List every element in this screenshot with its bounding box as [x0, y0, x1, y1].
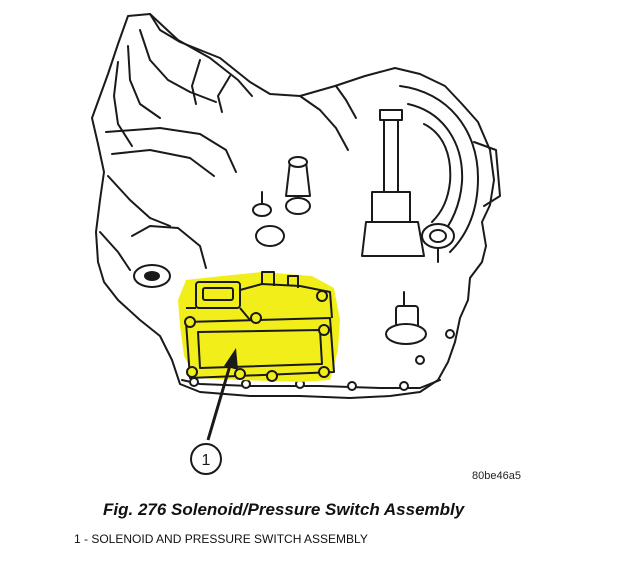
- case-rib: [113, 61, 133, 147]
- assembly-pressure-port: [261, 271, 275, 286]
- case-rib: [217, 75, 231, 113]
- assembly-bolt: [266, 370, 278, 382]
- case-rib: [149, 13, 253, 97]
- case-rib: [105, 127, 237, 173]
- bell-housing-ring: [423, 123, 452, 223]
- pan-bolt: [347, 381, 357, 391]
- callout-number: 1: [202, 452, 211, 469]
- case-rib: [131, 225, 207, 269]
- bell-housing-ring: [407, 103, 464, 241]
- callout-circle: [190, 443, 222, 475]
- fitting-nut: [252, 203, 272, 217]
- assembly-bolt: [184, 316, 196, 328]
- pan-flange: [181, 379, 441, 389]
- case-rib: [99, 231, 131, 271]
- mount-hole: [144, 271, 160, 281]
- leader-line: [206, 361, 233, 441]
- shaft-collar: [379, 109, 403, 121]
- assembly-upper-housing: [239, 283, 333, 319]
- cooler-fitting-nut: [429, 229, 447, 243]
- bell-housing-ring: [399, 85, 479, 253]
- figure-image-code: 80be46a5: [472, 470, 521, 482]
- pan-bolt: [189, 377, 199, 387]
- case-rib: [473, 141, 501, 207]
- assembly-face: [197, 329, 323, 369]
- pan-bolt: [399, 381, 409, 391]
- shift-shaft: [383, 117, 399, 195]
- electrical-connector-socket: [202, 287, 234, 301]
- leader-arrowhead: [224, 348, 238, 370]
- callout-1: 1: [190, 348, 238, 475]
- case-rib: [335, 85, 357, 119]
- shaft-base: [361, 221, 425, 257]
- pan-bolt: [445, 329, 455, 339]
- case-rib: [139, 29, 217, 103]
- assembly-pressure-port: [287, 275, 299, 288]
- case-rib: [127, 45, 161, 119]
- case-rib: [191, 59, 201, 105]
- assembly-bolt: [316, 290, 328, 302]
- assembly-bolt: [250, 312, 262, 324]
- assembly-bolt: [318, 324, 330, 336]
- solenoid-pressure-switch-assembly: [178, 271, 340, 382]
- electrical-connector: [195, 281, 241, 309]
- case-rib: [107, 175, 171, 227]
- shaft-boss: [371, 191, 411, 223]
- speed-sensor-base: [385, 323, 427, 345]
- fitting-nut: [285, 197, 311, 215]
- transaxle-diagram: 1: [91, 13, 501, 475]
- assembly-upper-housing: [186, 307, 251, 321]
- pan-bolt: [241, 379, 251, 389]
- fitting-nut: [255, 225, 285, 247]
- figure-caption: Fig. 276 Solenoid/Pressure Switch Assemb…: [103, 500, 465, 519]
- legend-item: 1 - SOLENOID AND PRESSURE SWITCH ASSEMBL…: [74, 532, 368, 546]
- assembly-body: [185, 317, 335, 379]
- case-rib: [299, 95, 349, 151]
- fitting-cap: [288, 156, 308, 168]
- assembly-bolt: [318, 366, 330, 378]
- pan-bolt: [415, 355, 425, 365]
- case-rib: [111, 149, 215, 177]
- assembly-bolt: [234, 368, 246, 380]
- assembly-bolt: [186, 366, 198, 378]
